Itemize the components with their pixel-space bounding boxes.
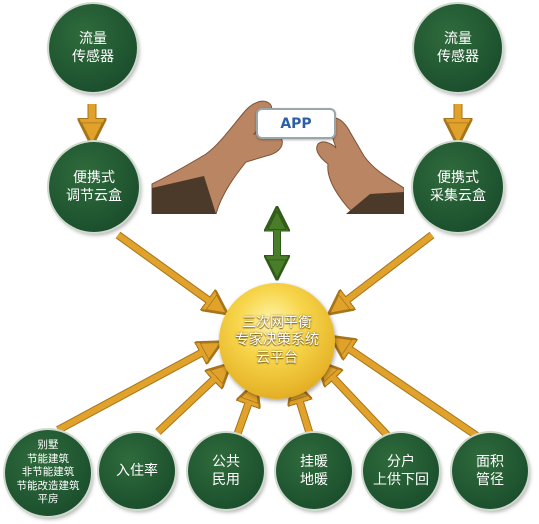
node-occupancy-rate: 入住率 — [99, 433, 175, 509]
node-portable-adjust-box: 便携式 调节云盒 — [49, 142, 139, 232]
node-label-line: 传感器 — [437, 49, 479, 65]
node-supply-mode: 分户 上供下回 — [363, 433, 439, 509]
app-illustration: APP — [150, 96, 405, 215]
node-label-line: 民用 — [212, 472, 240, 488]
node-label-line: 管径 — [476, 472, 504, 488]
node-label-line: 公共 — [212, 453, 240, 470]
node-label-line: 流量 — [444, 30, 472, 47]
node-label-line: 上供下回 — [373, 472, 429, 488]
node-building-types: 别墅 节能建筑 非节能建筑 节能改造建筑 平房 — [5, 430, 91, 516]
center-label-line: 云平台 — [256, 349, 298, 366]
app-label: APP — [280, 115, 312, 132]
node-label-line: 便携式 — [73, 169, 115, 186]
node-label-line: 挂暖 — [300, 453, 328, 470]
node-label-line: 地暖 — [300, 472, 328, 488]
center-label-line: 专家决策系统 — [235, 332, 319, 349]
node-portable-collect-box: 便携式 采集云盒 — [413, 142, 503, 232]
node-label-line: 传感器 — [72, 49, 114, 65]
node-label-line: 流量 — [79, 30, 107, 47]
node-area-pipe: 面积 管径 — [452, 433, 528, 509]
node-label-line: 采集云盒 — [430, 188, 486, 204]
node-label-line: 调节云盒 — [66, 188, 122, 204]
node-label-line: 面积 — [476, 453, 504, 470]
center-label-line: 三次网平衡 — [242, 314, 312, 331]
node-label-line: 节能改造建筑 — [16, 479, 80, 492]
node-label-line: 便携式 — [437, 169, 479, 186]
node-label-line: 平房 — [37, 493, 59, 506]
node-flow-sensor-left: 流量 传感器 — [49, 4, 137, 92]
node-label-line: 入住率 — [116, 462, 158, 479]
node-flow-sensor-right: 流量 传感器 — [414, 4, 502, 92]
node-label-line: 分户 — [387, 453, 415, 470]
node-heating-type: 挂暖 地暖 — [276, 433, 352, 509]
node-public-civil: 公共 民用 — [188, 433, 264, 509]
center-cloud-platform: 三次网平衡 专家决策系统 云平台 — [219, 283, 335, 399]
hands-icon — [151, 100, 405, 215]
node-label-line: 节能建筑 — [27, 452, 69, 465]
node-label-line: 别墅 — [37, 438, 59, 451]
node-label-line: 非节能建筑 — [21, 466, 75, 479]
app-button: APP — [256, 108, 336, 139]
